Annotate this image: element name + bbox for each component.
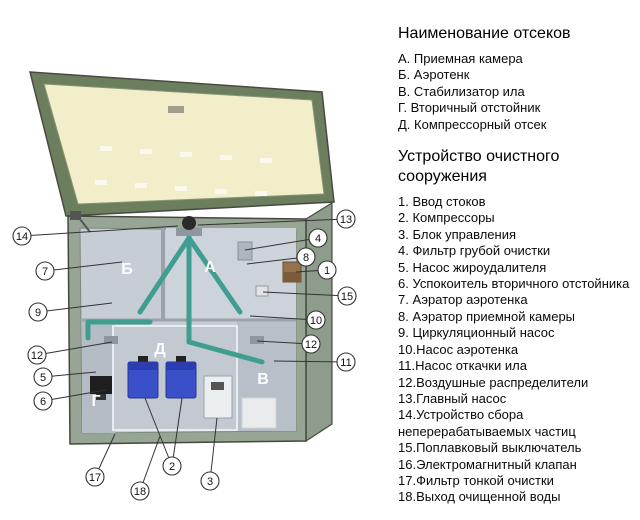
list-item: 14.Устройство сбора неперерабатываемых ч…: [398, 407, 576, 439]
pump-base: [176, 228, 202, 236]
coarse-filter: [237, 241, 253, 261]
callout-8: 8: [296, 247, 316, 267]
stabilizer-box: [241, 397, 277, 429]
callout-5: 5: [33, 367, 53, 387]
list-item: 17.Фильтр тонкой очистки: [398, 472, 554, 488]
svg-text:2: 2: [169, 461, 175, 473]
letter-d: Д: [154, 341, 166, 358]
callout-10: 10: [306, 310, 326, 330]
tank-lid: [29, 71, 335, 217]
list-item: А. Приемная камера: [398, 51, 523, 66]
letter-b: Б: [121, 261, 133, 278]
callout-1: 1: [317, 260, 337, 280]
grease-pump: [90, 376, 112, 394]
svg-text:10: 10: [310, 315, 322, 327]
pipe-to-stabilizer: [186, 339, 265, 365]
svg-text:12: 12: [31, 350, 43, 362]
callout-15: 15: [337, 286, 357, 306]
lid-vent-marks: [95, 106, 272, 196]
hinge: [70, 211, 81, 220]
septic-tank-diagram: 14 7 9 12 5 6 13 4 8 1 15 10 12 11 17 18…: [12, 71, 357, 501]
svg-text:11: 11: [340, 357, 351, 369]
callout-14: 14: [12, 226, 32, 246]
callout-11: 11: [336, 352, 356, 372]
list-item: 15.Поплавковый выключатель: [398, 440, 582, 456]
svg-text:5: 5: [40, 372, 46, 384]
callout-13: 13: [336, 209, 356, 229]
callout-lines: [21, 218, 348, 492]
callout-4: 4: [308, 228, 328, 248]
compartment-letters: Б А Д В Г: [91, 259, 268, 410]
list-item: 1. Ввод стоков: [398, 194, 486, 210]
list-item: 10.Насос аэротенка: [398, 341, 519, 357]
list-item: 8. Аэратор приемной камеры: [398, 308, 576, 324]
svg-text:7: 7: [42, 266, 48, 278]
letter-a: А: [204, 259, 216, 276]
list-item: 18.Выход очищенной воды: [398, 489, 561, 505]
svg-text:8: 8: [303, 252, 309, 264]
callout-3: 3: [200, 471, 220, 491]
air-distributor-right: [250, 336, 264, 344]
callout-2: 2: [162, 456, 182, 476]
callout-9: 9: [28, 302, 48, 322]
legend-column: Наименование отсеков А. Приемная камера …: [398, 24, 636, 506]
list-item: 11.Насос откачки ила: [398, 358, 527, 374]
callout-7: 7: [35, 261, 55, 281]
list-item: 12.Воздушные распределители: [398, 374, 589, 390]
svg-text:3: 3: [207, 476, 213, 488]
list-item: В. Стабилизатор ила: [398, 83, 525, 99]
pipe-right-diagonal: [186, 235, 243, 315]
list-item: Г. Вторичный отстойник: [398, 100, 541, 116]
letter-g: Г: [91, 393, 100, 410]
pipe-left-diagonal: [137, 235, 192, 315]
float-switch: [255, 285, 269, 297]
svg-text:17: 17: [89, 472, 101, 484]
callouts: 14 7 9 12 5 6 13 4 8 1 15 10 12 11 17 18…: [12, 209, 357, 501]
letter-v: В: [257, 371, 269, 388]
equipment: [85, 216, 302, 419]
compartments-title: Наименование отсеков: [398, 25, 571, 42]
list-item: 13.Главный насос: [398, 390, 507, 406]
svg-text:1: 1: [324, 265, 330, 277]
callout-12-left: 12: [27, 345, 47, 365]
callout-17: 17: [85, 467, 105, 487]
svg-text:12: 12: [305, 339, 317, 351]
callout-12-right: 12: [301, 334, 321, 354]
svg-text:4: 4: [315, 233, 321, 245]
svg-text:13: 13: [340, 214, 352, 226]
list-item: Д. Компрессорный отсек: [398, 116, 547, 132]
list-item: Б. Аэротенк: [398, 67, 470, 83]
device-title: Устройство очистного сооружения: [398, 148, 560, 186]
list-item: 7. Аэратор аэротенка: [398, 292, 528, 308]
list-item: 2. Компрессоры: [398, 210, 495, 226]
list-item: 3. Блок управления: [398, 226, 517, 242]
list-item: 9. Циркуляционный насос: [398, 325, 555, 341]
svg-text:15: 15: [341, 291, 353, 303]
list-item: 4. Фильтр грубой очистки: [398, 243, 551, 259]
main-pump: [182, 216, 196, 230]
svg-text:6: 6: [40, 396, 46, 408]
svg-text:14: 14: [16, 231, 28, 243]
list-item: 6. Успокоитель вторичного отстойника: [398, 276, 630, 292]
callout-18: 18: [130, 481, 150, 501]
list-item: 16.Электромагнитный клапан: [398, 456, 577, 472]
callout-6: 6: [33, 391, 53, 411]
air-distributor-left: [104, 336, 118, 344]
svg-text:18: 18: [134, 486, 146, 498]
tank-illustration: 14 7 9 12 5 6 13 4 8 1 15 10 12 11 17 18…: [12, 71, 357, 501]
compartments-list: А. Приемная камера Б. Аэротенк В. Стабил…: [398, 51, 636, 133]
device-list: 1. Ввод стоков 2. Компрессоры 3. Блок уп…: [398, 194, 636, 506]
list-item: 5. Насос жироудалителя: [398, 259, 547, 275]
svg-text:9: 9: [35, 307, 41, 319]
